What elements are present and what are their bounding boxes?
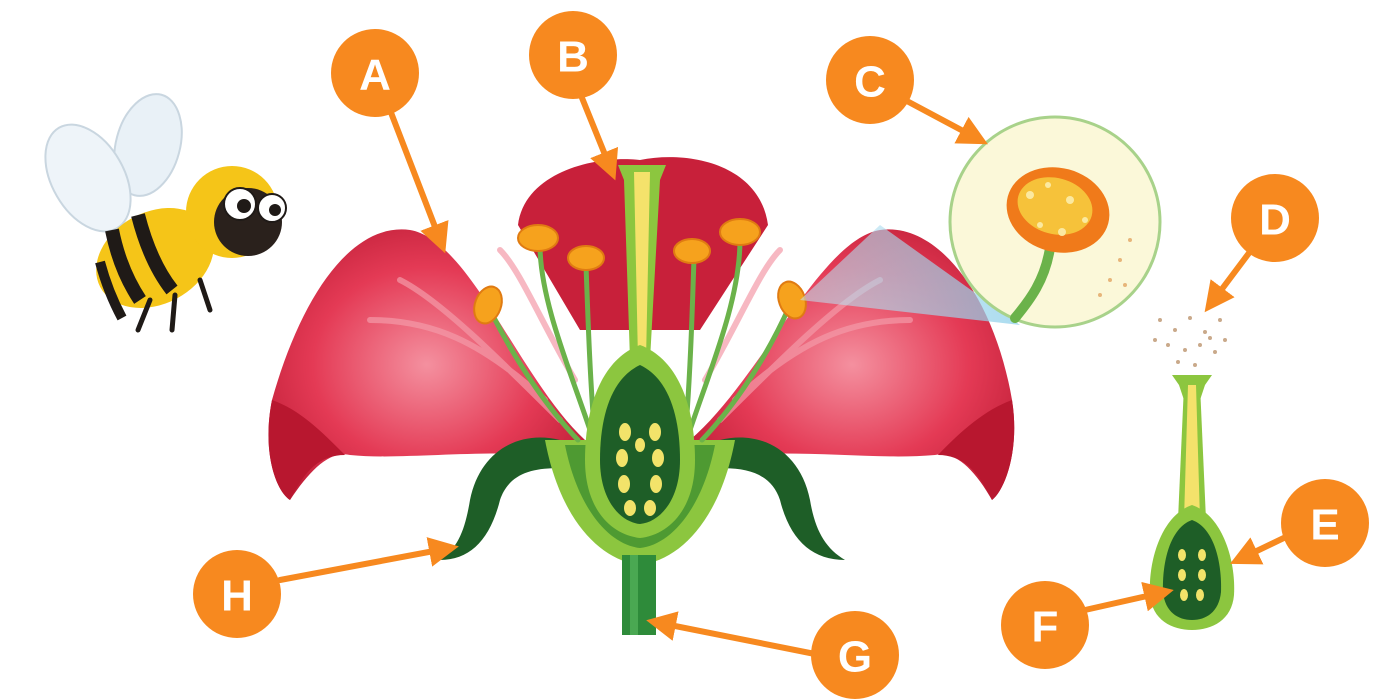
anther-zoom-callout: [800, 117, 1160, 327]
label-badge-d: D: [1231, 174, 1319, 262]
label-letter-e: E: [1310, 501, 1339, 550]
label-letter-f: F: [1032, 603, 1059, 652]
label-letter-d: D: [1259, 196, 1291, 245]
arrow-a: [390, 110, 442, 245]
arrow-e: [1238, 535, 1290, 560]
bee-pupil: [269, 204, 281, 216]
label-badge-f: F: [1001, 581, 1089, 669]
bee-pupil: [237, 199, 251, 213]
label-letter-a: A: [359, 51, 391, 100]
flower-stem: [622, 555, 656, 635]
label-badge-e: E: [1281, 479, 1369, 567]
arrow-h: [280, 548, 450, 580]
label-badge-h: H: [193, 550, 281, 638]
bee-illustration: [28, 86, 286, 330]
arrow-d: [1210, 245, 1255, 305]
label-badge-a: A: [331, 29, 419, 117]
arrow-c: [905, 100, 980, 140]
label-badge-g: G: [811, 611, 899, 699]
pollen-cloud: [1153, 316, 1227, 367]
arrow-g: [655, 622, 820, 655]
label-badge-c: C: [826, 36, 914, 124]
label-letter-g: G: [838, 633, 872, 682]
label-letter-b: B: [557, 33, 589, 82]
arrow-b: [578, 88, 612, 172]
label-letter-h: H: [221, 572, 253, 621]
label-letter-c: C: [854, 58, 886, 107]
flower-stem-highlight: [630, 555, 638, 635]
label-badge-b: B: [529, 11, 617, 99]
